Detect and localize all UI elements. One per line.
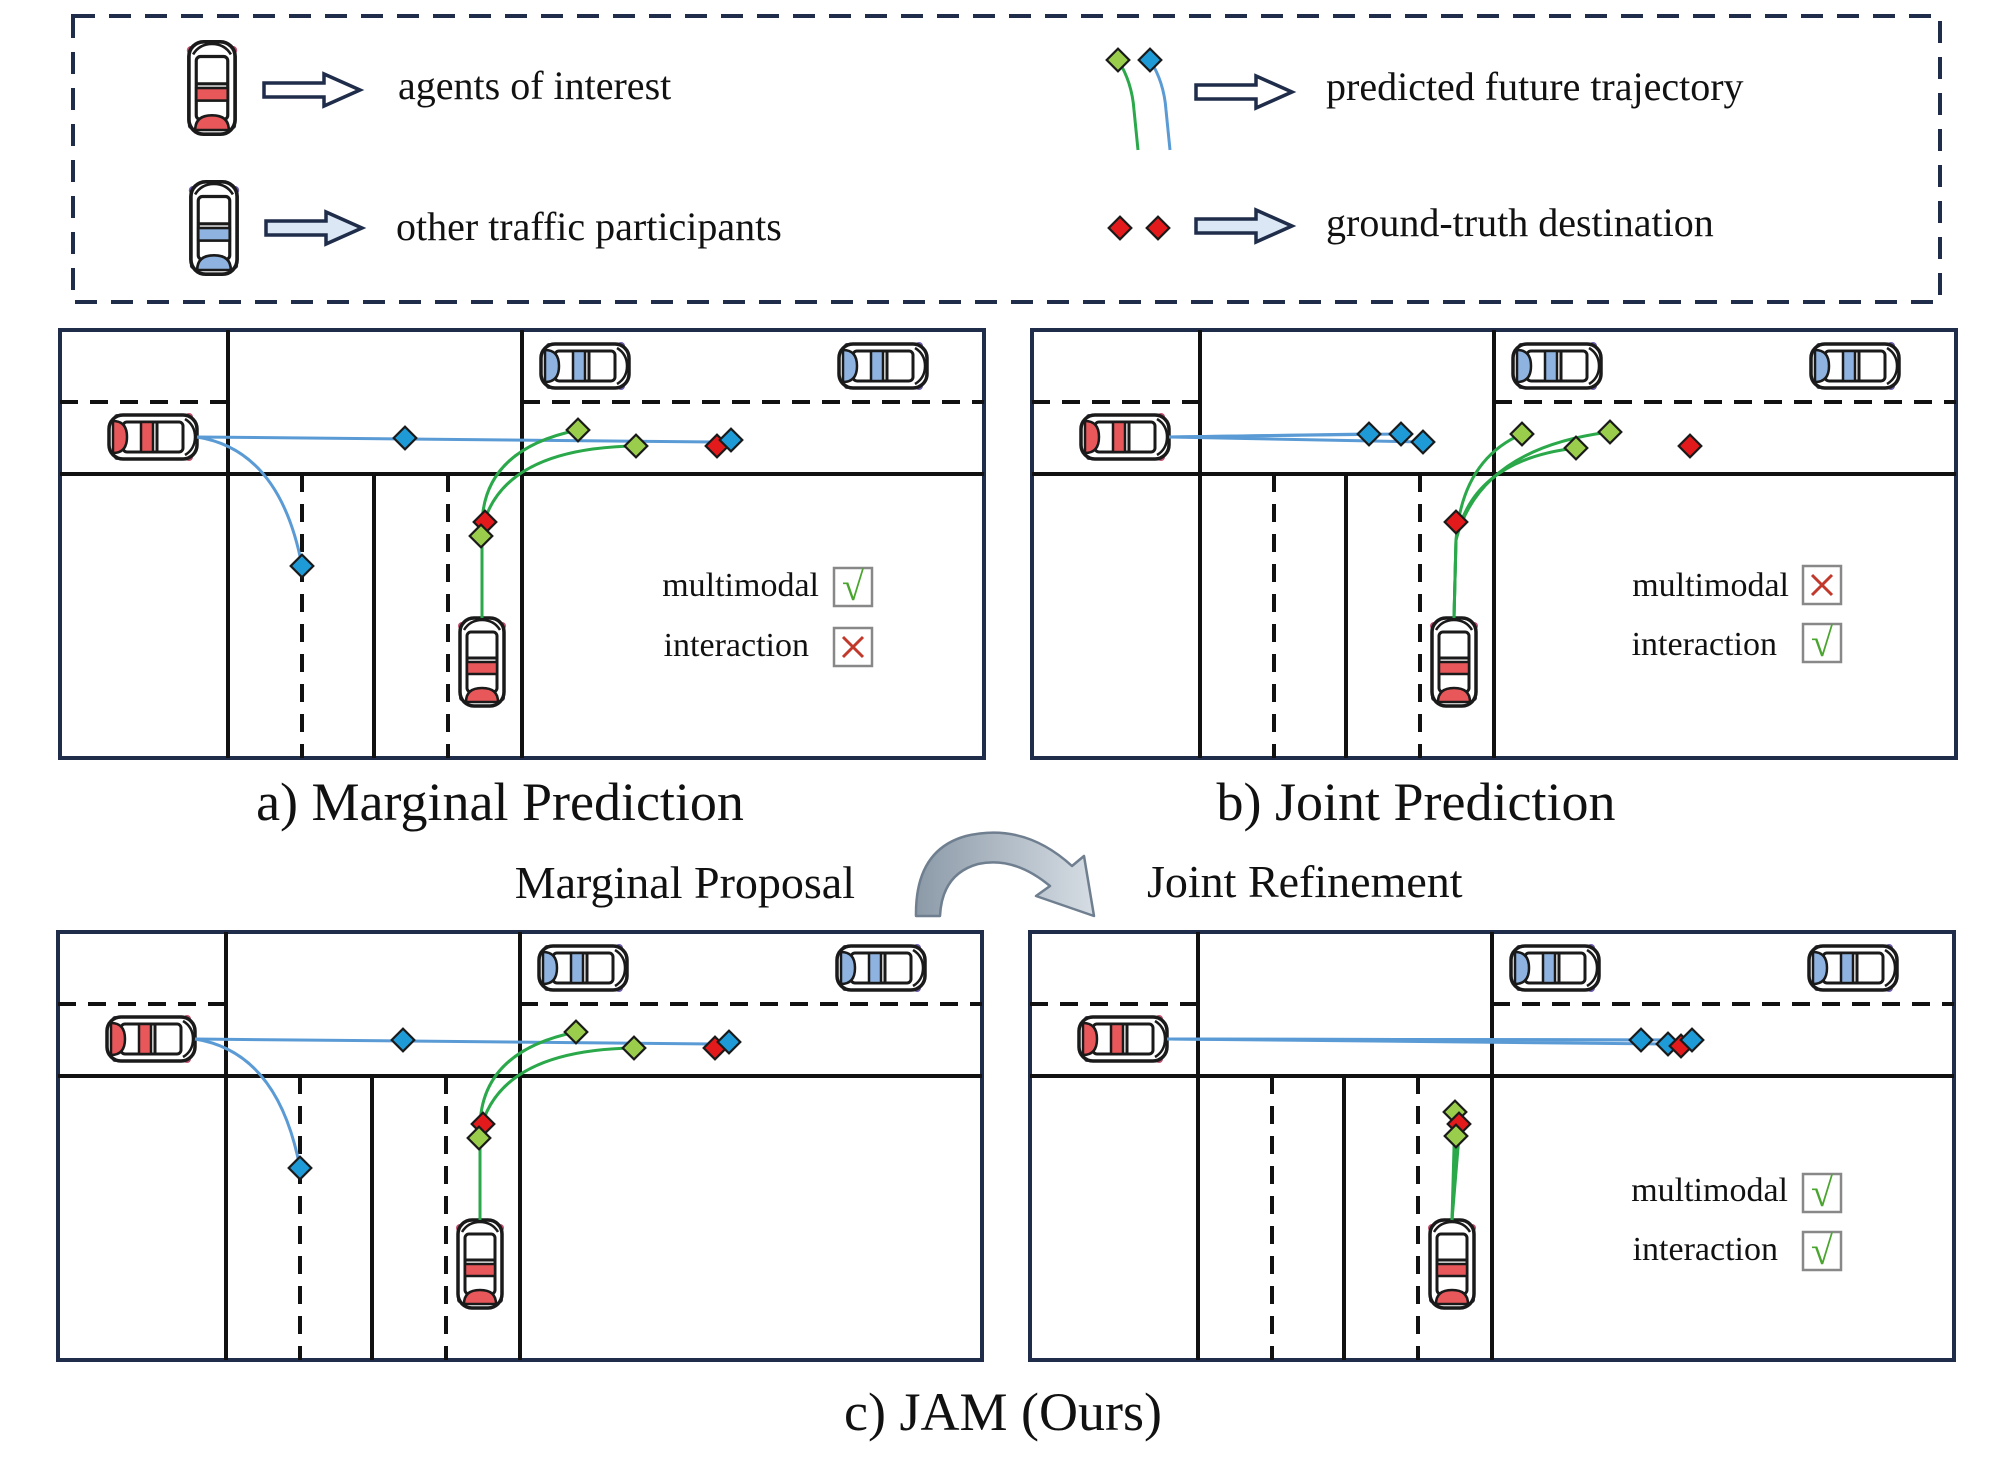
participant-car	[1511, 340, 1603, 392]
legend-arrow-icon	[262, 72, 362, 108]
legend-predicted-label: predicted future trajectory	[1326, 64, 1744, 109]
participant-car	[1809, 340, 1901, 392]
participant-car	[837, 340, 929, 392]
legend-arrow-icon	[264, 210, 364, 246]
cross-icon	[832, 626, 874, 668]
label-joint-refinement: Joint Refinement	[1147, 856, 1463, 907]
participant-car	[539, 340, 631, 392]
svg-text:√: √	[842, 564, 864, 609]
agent-car	[1428, 616, 1480, 708]
panel-joint-prediction: multimodal interaction √	[1030, 328, 1958, 760]
svg-text:√: √	[1811, 1170, 1833, 1215]
legend-agents-label: agents of interest	[398, 63, 671, 108]
participant-car	[537, 942, 629, 994]
caption-jam: c) JAM (Ours)	[844, 1382, 1162, 1442]
legend-arrow-icon	[1194, 74, 1294, 110]
agent-car	[1079, 411, 1171, 463]
multimodal-label: multimodal	[1631, 1172, 1788, 1209]
legend-ground-truth-label: ground-truth destination	[1326, 200, 1714, 245]
multimodal-label: multimodal	[662, 567, 819, 604]
curved-arrow-icon	[914, 831, 1096, 918]
svg-text:√: √	[1811, 1228, 1833, 1273]
interaction-label: interaction	[664, 627, 809, 664]
legend-agent-icon	[184, 39, 240, 137]
agent-car	[1077, 1013, 1169, 1065]
label-marginal-proposal: Marginal Proposal	[515, 857, 855, 908]
participant-car	[835, 942, 927, 994]
agent-car	[1426, 1218, 1478, 1310]
legend-ground-truth-icon	[1107, 215, 1171, 241]
agent-car	[456, 616, 508, 708]
legend-arrow-icon	[1194, 208, 1294, 244]
cross-icon	[1801, 564, 1843, 606]
legend-trajectory-icon	[1105, 47, 1172, 151]
interaction-label: interaction	[1633, 1231, 1778, 1268]
agent-car	[105, 1013, 197, 1065]
caption-joint: b) Joint Prediction	[1217, 772, 1616, 832]
check-icon: √	[1801, 620, 1843, 665]
legend-box	[71, 14, 1942, 304]
check-icon: √	[832, 564, 874, 609]
check-icon: √	[1801, 1170, 1843, 1215]
legend-others-label: other traffic participants	[396, 204, 782, 249]
svg-text:√: √	[1811, 620, 1833, 665]
panel-joint-refinement: multimodal √ interaction √	[1028, 930, 1956, 1362]
interaction-label: interaction	[1632, 626, 1777, 663]
panel-marginal-proposal	[56, 930, 984, 1362]
agent-car	[454, 1218, 506, 1310]
caption-marginal: a) Marginal Prediction	[256, 772, 744, 832]
panel-marginal-prediction: multimodal √ interaction	[58, 328, 986, 760]
legend-participant-icon	[186, 179, 242, 277]
agent-car	[107, 411, 199, 463]
participant-car	[1509, 942, 1601, 994]
multimodal-label: multimodal	[1632, 567, 1789, 604]
check-icon: √	[1801, 1228, 1843, 1273]
participant-car	[1807, 942, 1899, 994]
